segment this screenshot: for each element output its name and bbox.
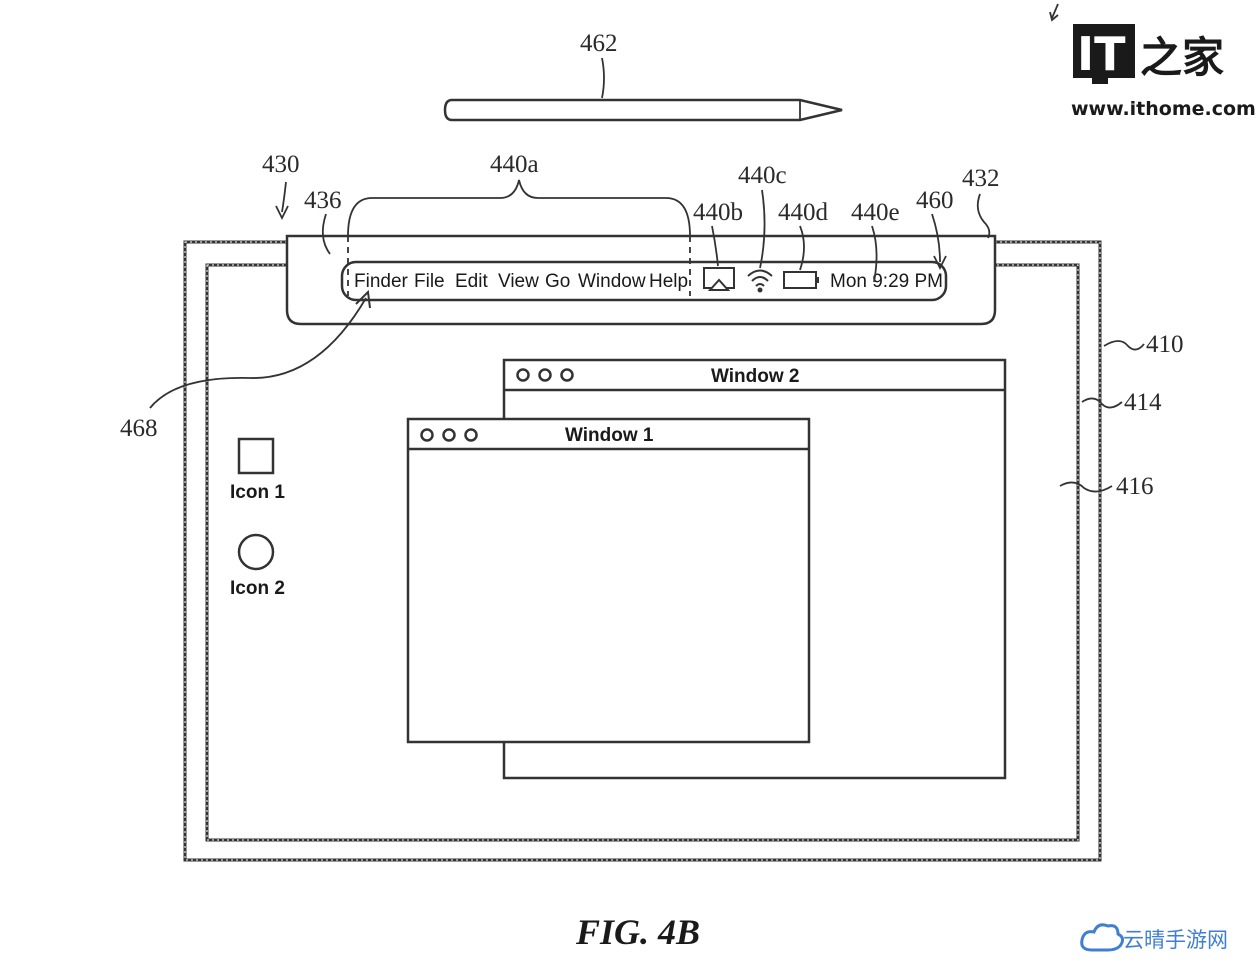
- leader-display-outer: [1103, 340, 1145, 351]
- window-1[interactable]: [406, 417, 811, 744]
- menu-bar-overlay: [285, 234, 997, 326]
- desktop-icon-1-label[interactable]: Icon 1: [230, 482, 285, 503]
- svg-text:之家: 之家: [1140, 33, 1224, 82]
- menu-file[interactable]: File: [414, 271, 445, 292]
- stylus: [443, 98, 843, 122]
- cloud-icon: [1080, 923, 1125, 952]
- menu-go[interactable]: Go: [545, 271, 570, 292]
- leader-battery: [799, 225, 805, 271]
- leader-device: [281, 181, 287, 213]
- label-display-inner: 414: [1124, 389, 1162, 416]
- leader-indicator: [931, 213, 941, 263]
- menu-help[interactable]: Help: [649, 271, 688, 292]
- window-1-title: Window 1: [565, 425, 654, 446]
- ithome-logo: IT 之家: [1049, 3, 1224, 84]
- leader-menu-bar-overlay: [976, 193, 991, 239]
- figure-caption: FIG. 4B: [575, 912, 700, 952]
- desktop-icon-2[interactable]: [237, 533, 275, 571]
- menu-group-brace: [347, 179, 691, 237]
- window-1-zoom-button[interactable]: [464, 428, 478, 442]
- window-2-title: Window 2: [711, 366, 800, 387]
- window-2-zoom-button[interactable]: [560, 368, 574, 382]
- wifi-icon[interactable]: [747, 269, 773, 293]
- leader-clock: [871, 225, 878, 283]
- label-display-outer: 410: [1146, 331, 1184, 358]
- desktop-icon-2-label[interactable]: Icon 2: [230, 578, 285, 599]
- label-airplay: 440b: [693, 199, 743, 226]
- airplay-icon[interactable]: [703, 267, 735, 291]
- label-menu-group: 440a: [490, 151, 539, 178]
- label-menu-bar-overlay: 432: [962, 165, 1000, 192]
- menu-view[interactable]: View: [498, 271, 539, 292]
- bottom-brand: 云晴手游网: [1123, 928, 1228, 952]
- ithome-url: www.ithome.com: [1071, 98, 1256, 120]
- menu-bar: [340, 260, 948, 302]
- svg-text:IT: IT: [1077, 27, 1126, 81]
- desktop-icon-1[interactable]: [237, 437, 275, 475]
- label-device: 430: [262, 151, 300, 178]
- window-1-minimize-button[interactable]: [442, 428, 456, 442]
- window-2-minimize-button[interactable]: [538, 368, 552, 382]
- leader-menu-bar-region: [321, 213, 331, 255]
- label-clock: 440e: [851, 199, 900, 226]
- leader-wifi: [759, 189, 766, 269]
- leader-display-inner: [1081, 397, 1123, 409]
- label-battery: 440d: [778, 199, 829, 226]
- menu-edit[interactable]: Edit: [455, 271, 488, 292]
- leader-stylus: [601, 57, 605, 99]
- label-touch-path: 468: [120, 415, 158, 442]
- touch-path-arrow: [149, 297, 367, 409]
- label-indicator: 460: [916, 187, 954, 214]
- label-menu-bar-region: 436: [304, 187, 342, 214]
- leader-desktop: [1059, 481, 1113, 493]
- menu-finder[interactable]: Finder: [354, 271, 409, 292]
- battery-icon[interactable]: [783, 271, 819, 289]
- label-desktop: 416: [1116, 473, 1154, 500]
- label-stylus: 462: [580, 30, 618, 57]
- menu-window[interactable]: Window: [578, 271, 646, 292]
- window-2-close-button[interactable]: [516, 368, 530, 382]
- window-1-close-button[interactable]: [420, 428, 434, 442]
- leader-airplay: [711, 225, 719, 267]
- label-wifi: 440c: [738, 162, 787, 189]
- menu-clock[interactable]: Mon 9:29 PM: [830, 271, 943, 292]
